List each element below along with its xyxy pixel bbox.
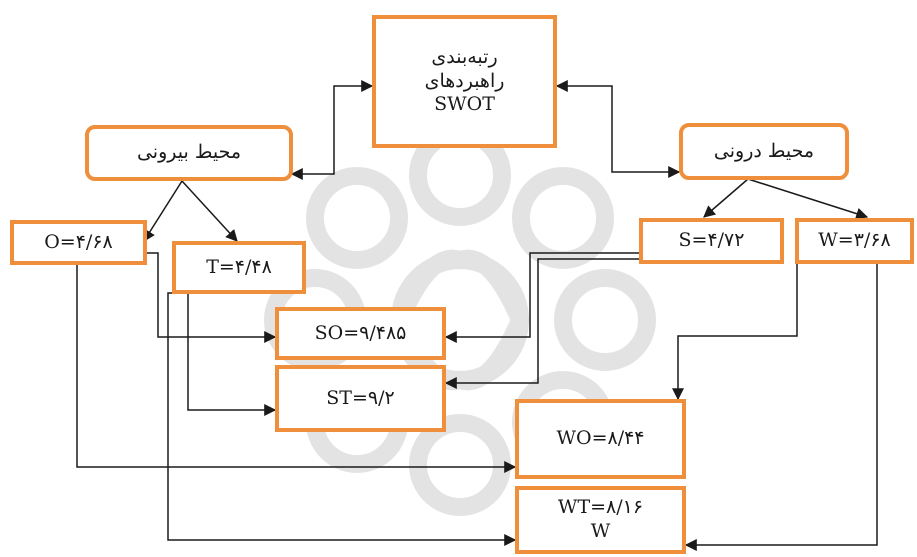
threats-box: T=۴/۴۸ — [172, 241, 306, 294]
so-strategy-value: SO=۹/۴۸۵ — [314, 321, 407, 344]
link-internal-s — [703, 178, 749, 218]
external-environment-label: محیط بیرونی — [136, 141, 242, 164]
internal-environment-label: محیط درونی — [713, 139, 815, 162]
link-s-so — [444, 252, 639, 343]
link-top-internal — [555, 80, 681, 178]
threats-value: T=۴/۴۸ — [206, 255, 272, 278]
opportunities-box: O=۴/۶۸ — [10, 220, 147, 265]
swot-ranking-line1: رتبه‌بندی — [431, 45, 498, 68]
wo-strategy-value: WO=۸/۴۴ — [556, 427, 645, 450]
link-o-so — [147, 252, 277, 343]
link-s-st — [444, 258, 639, 389]
link-top-external — [290, 80, 374, 180]
so-strategy-box: SO=۹/۴۸۵ — [275, 307, 446, 360]
link-w-wt — [684, 264, 878, 551]
internal-environment-box: محیط درونی — [679, 123, 849, 180]
strengths-box: S=۴/۷۲ — [639, 218, 784, 264]
swot-ranking-box: رتبه‌بندی راهبردهای SWOT — [372, 15, 557, 148]
link-t-st — [176, 292, 277, 416]
link-internal-w — [747, 178, 869, 220]
opportunities-value: O=۴/۶۸ — [44, 230, 113, 253]
link-o-wo — [76, 264, 517, 473]
weaknesses-value: W=۳/۶۸ — [818, 229, 891, 252]
st-strategy-value: ST=۹/۲ — [326, 386, 395, 409]
swot-ranking-line2: راهبردهای — [424, 69, 505, 92]
external-environment-box: محیط بیرونی — [85, 125, 293, 181]
st-strategy-box: ST=۹/۲ — [275, 365, 446, 432]
strengths-value: S=۴/۷۲ — [678, 229, 745, 252]
weaknesses-box: W=۳/۶۸ — [795, 218, 914, 264]
wt-strategy-line2: W — [590, 520, 611, 542]
link-external-o — [143, 180, 183, 243]
link-external-t — [181, 180, 238, 242]
swot-ranking-line3: SWOT — [434, 93, 495, 116]
wt-strategy-box: WT=۸/۱۶ W — [515, 486, 686, 554]
wo-strategy-box: WO=۸/۴۴ — [515, 399, 686, 479]
link-w-wo — [672, 264, 798, 401]
wt-strategy-line1: WT=۸/۱۶ — [557, 496, 644, 519]
